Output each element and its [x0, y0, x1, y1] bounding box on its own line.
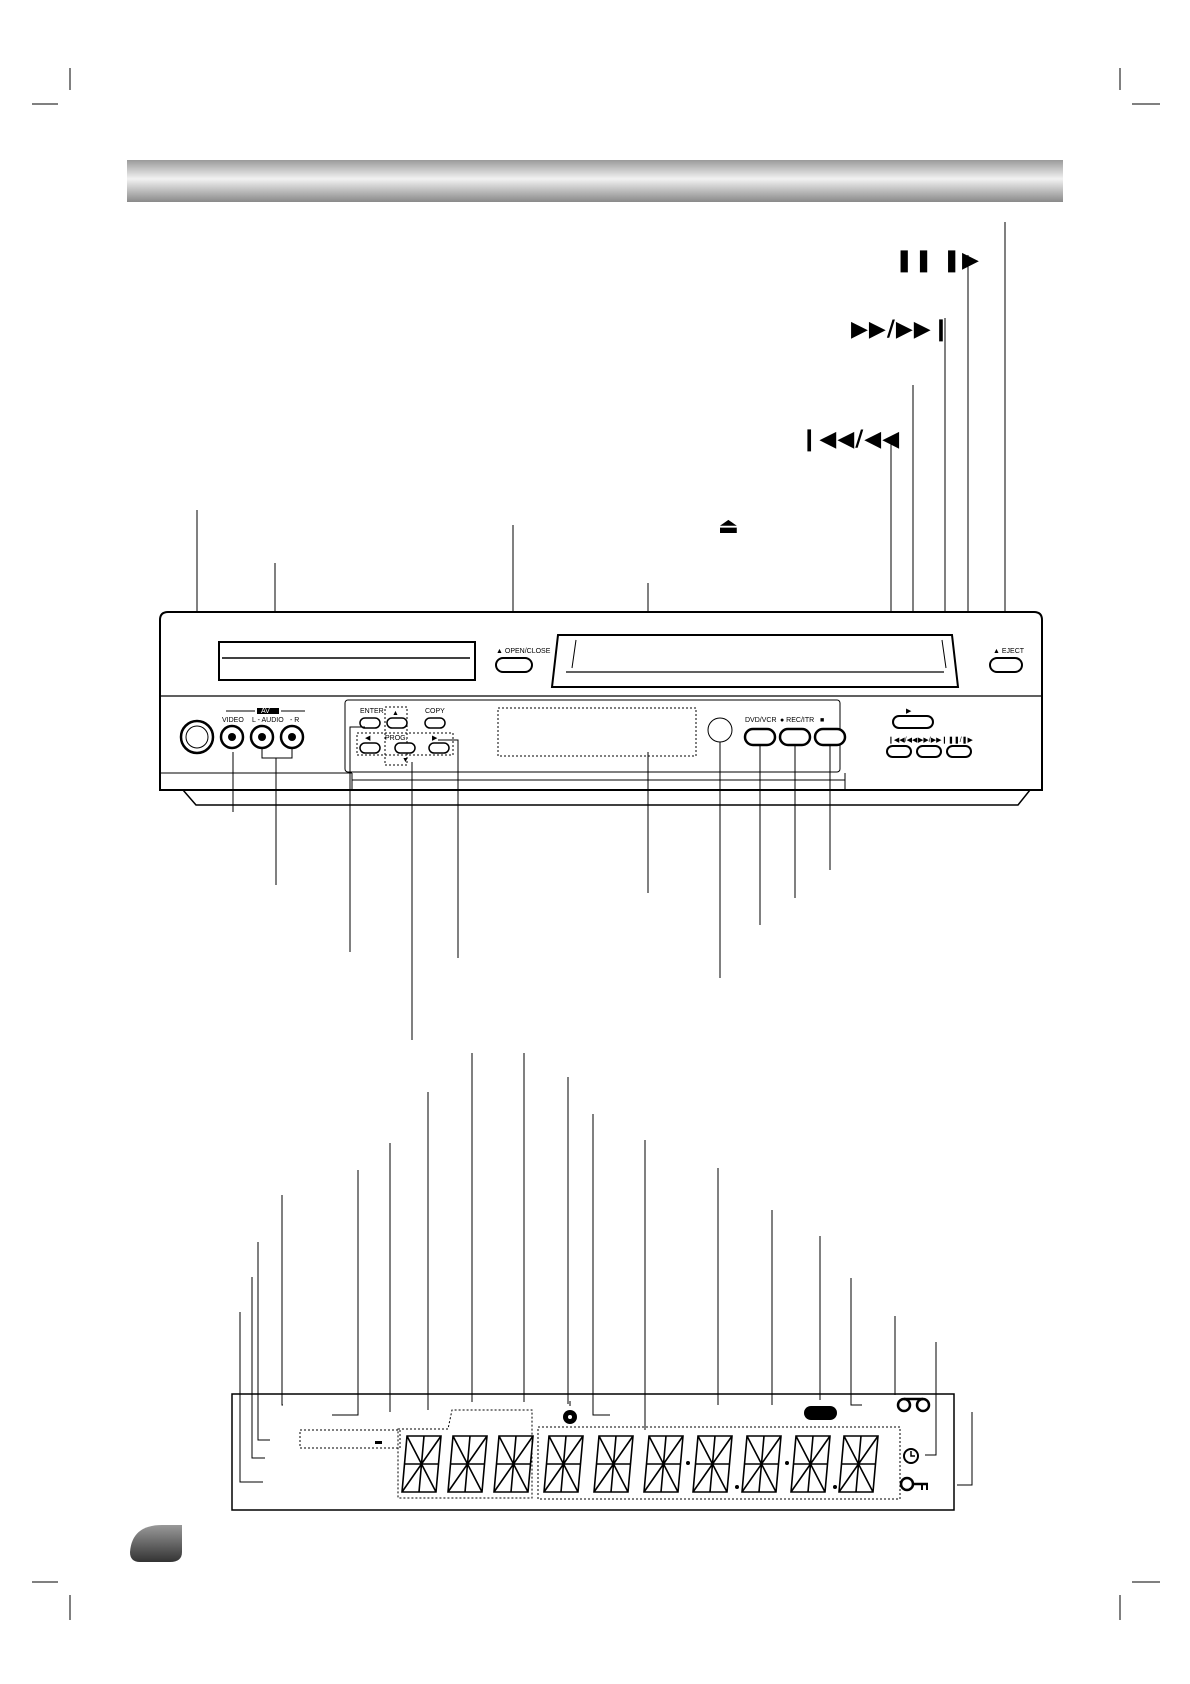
display-digits	[401, 1435, 879, 1493]
fast-forward-label: ▶▶/▶▶❙	[918, 736, 947, 744]
pause-step-symbol: ❚❚ ❚▶	[895, 248, 980, 273]
display-digit	[838, 1435, 879, 1493]
front-display-window	[497, 707, 697, 757]
audio-jack-bracket	[261, 748, 293, 759]
callout-lines-bottom	[232, 726, 831, 1040]
callout-lines-display	[239, 1053, 973, 1486]
display-black-indicator	[804, 1406, 837, 1420]
display-dash-indicator	[375, 1441, 382, 1444]
display-digit	[447, 1435, 488, 1493]
open-close-label: ▲ OPEN/CLOSE	[496, 648, 551, 655]
display-digit	[790, 1435, 831, 1493]
display-segment-group-right	[537, 1426, 901, 1500]
down-arrow-label: ▼	[402, 757, 409, 764]
disc-tray[interactable]	[218, 641, 476, 681]
clock-icon	[903, 1448, 919, 1464]
audio-r-label: - R	[290, 717, 299, 724]
key-icon	[899, 1476, 928, 1492]
video-jack[interactable]	[219, 724, 245, 750]
display-decimal-point	[686, 1461, 690, 1465]
left-button[interactable]	[359, 742, 381, 754]
right-button[interactable]	[428, 742, 450, 754]
prog-button[interactable]	[394, 742, 416, 754]
av-badge	[257, 708, 279, 714]
display-digit	[543, 1435, 584, 1493]
enter-label: ENTER	[360, 708, 384, 715]
open-close-button[interactable]	[495, 657, 533, 673]
stop-button[interactable]	[813, 727, 847, 747]
pause-label: ❚❚/❚▶	[948, 736, 974, 744]
crop-marks	[32, 68, 1160, 1620]
fast-forward-skip-symbol: ▶▶/▶▶❙	[851, 317, 951, 342]
copy-label: COPY	[425, 708, 445, 715]
eject-label: ▲ EJECT	[993, 648, 1025, 655]
display-digit	[741, 1435, 782, 1493]
video-label: VIDEO	[222, 717, 244, 724]
cassette-slot[interactable]	[550, 634, 960, 688]
left-arrow-label: ◀	[365, 735, 371, 742]
cassette-icon	[896, 1397, 931, 1413]
audio-right-jack[interactable]	[279, 724, 305, 750]
display-decimal-point	[735, 1485, 739, 1489]
remote-sensor	[707, 717, 733, 743]
display-decimal-point	[833, 1485, 837, 1489]
play-button[interactable]	[892, 715, 934, 729]
disc-icon	[563, 1401, 577, 1424]
display-segment-group-left	[397, 1409, 533, 1499]
display-digit	[493, 1435, 534, 1493]
display-digit	[643, 1435, 684, 1493]
audio-l-label: L - AUDIO	[252, 717, 284, 724]
audio-left-jack[interactable]	[249, 724, 275, 750]
copy-button[interactable]	[424, 717, 446, 729]
eject-symbol: ⏏	[718, 514, 740, 539]
enter-button[interactable]	[359, 717, 381, 729]
up-arrow-label: ▲	[392, 710, 399, 717]
rewind-button[interactable]	[886, 745, 912, 758]
prog-label: PROG.	[385, 735, 408, 742]
rewind-label: ❙◀◀/◀◀	[888, 736, 918, 744]
power-button[interactable]	[179, 719, 215, 755]
stop-label: ■	[820, 717, 824, 724]
av-label: AV	[261, 708, 270, 715]
rewind-skip-symbol: ❙◀◀/◀◀	[800, 427, 900, 452]
page-number-tab	[130, 1525, 182, 1562]
nav-dashed-box-horizontal	[356, 732, 454, 756]
rec-itr-button[interactable]	[778, 727, 812, 747]
play-label: ▶	[906, 708, 912, 715]
dvd-vcr-button[interactable]	[743, 727, 777, 747]
up-button[interactable]	[386, 717, 408, 729]
display-decimal-point	[785, 1461, 789, 1465]
right-arrow-label: ▶	[432, 735, 438, 742]
rec-itr-label: ● REC/ITR	[780, 717, 814, 724]
eject-button[interactable]	[989, 657, 1023, 673]
header-bar	[127, 160, 1063, 202]
pause-button[interactable]	[946, 745, 972, 758]
fast-forward-button[interactable]	[916, 745, 942, 758]
display-digit	[593, 1435, 634, 1493]
display-digit	[692, 1435, 733, 1493]
display-digit	[401, 1435, 442, 1493]
display-info-box	[299, 1429, 401, 1449]
dvd-vcr-label: DVD/VCR	[745, 717, 777, 724]
